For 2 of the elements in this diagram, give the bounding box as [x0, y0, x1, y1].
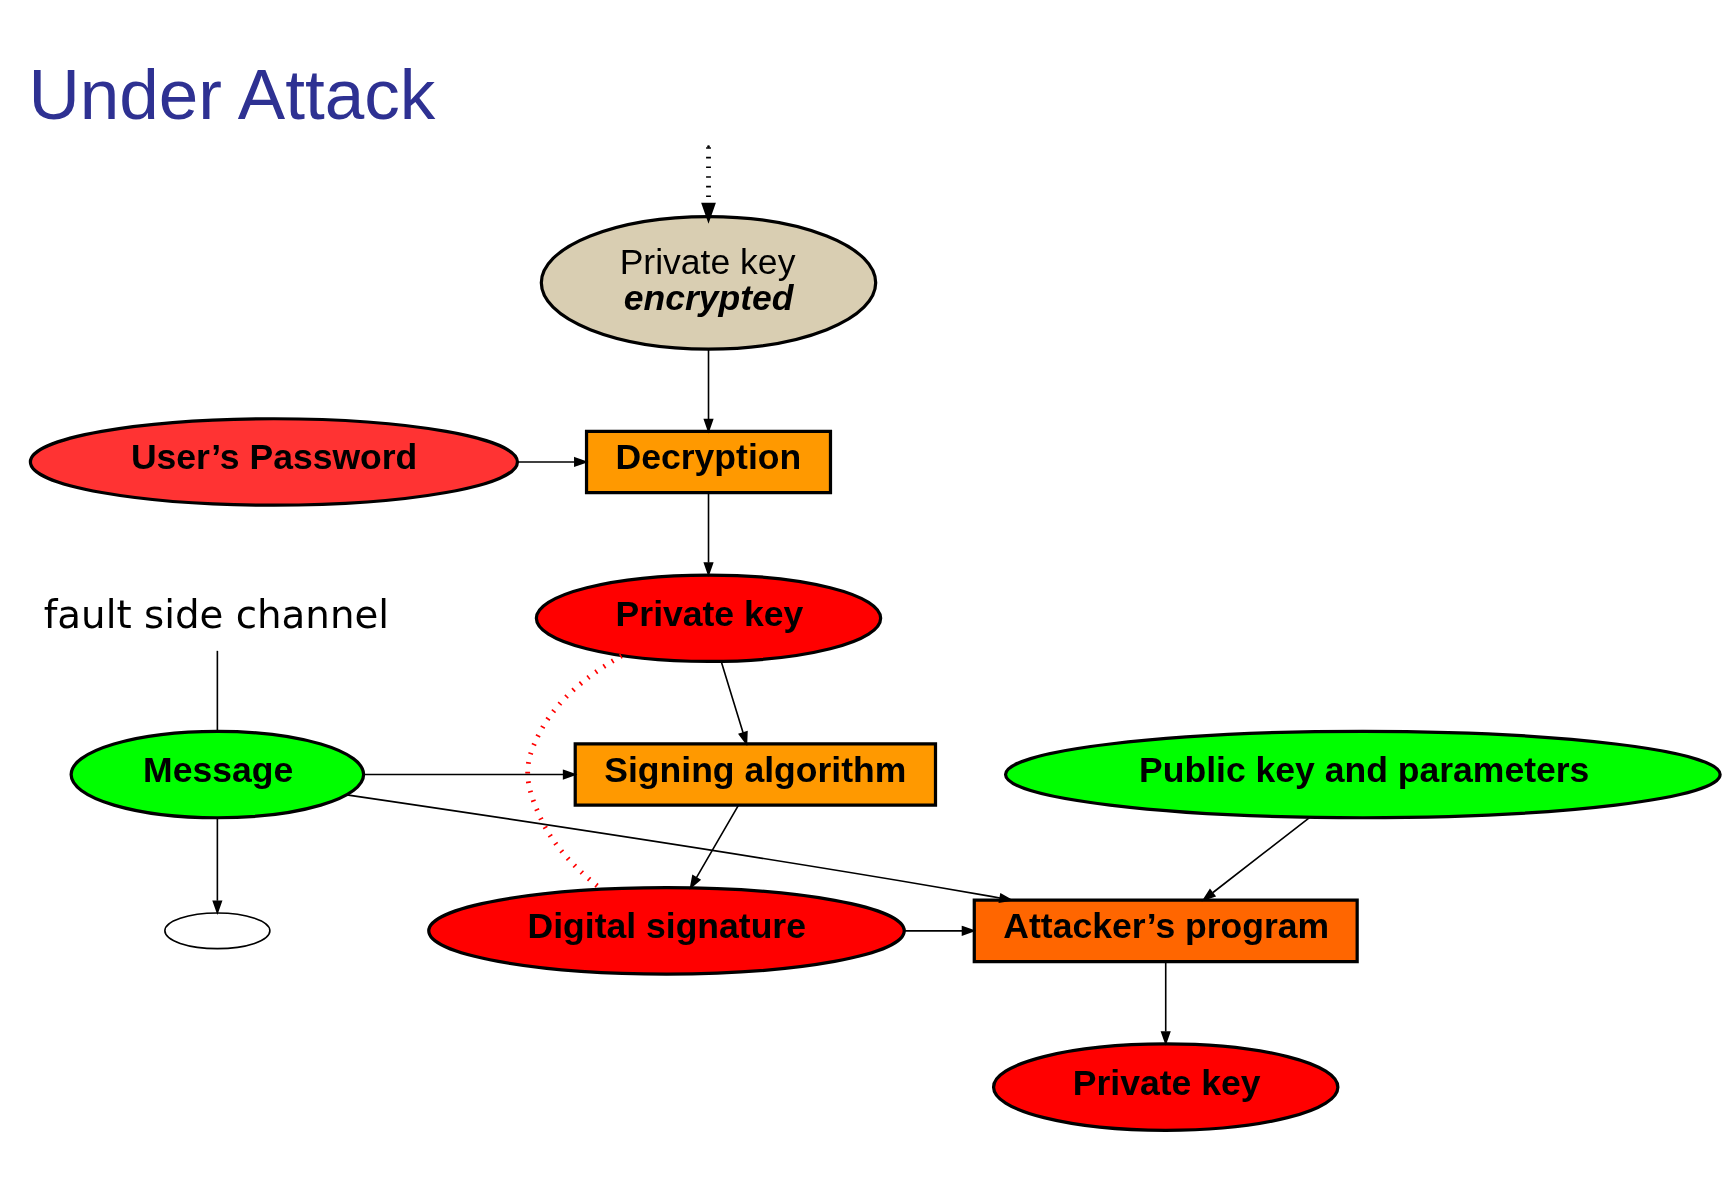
diagram-title: Under Attack	[28, 54, 436, 134]
node-text: fault side channel	[43, 592, 390, 638]
